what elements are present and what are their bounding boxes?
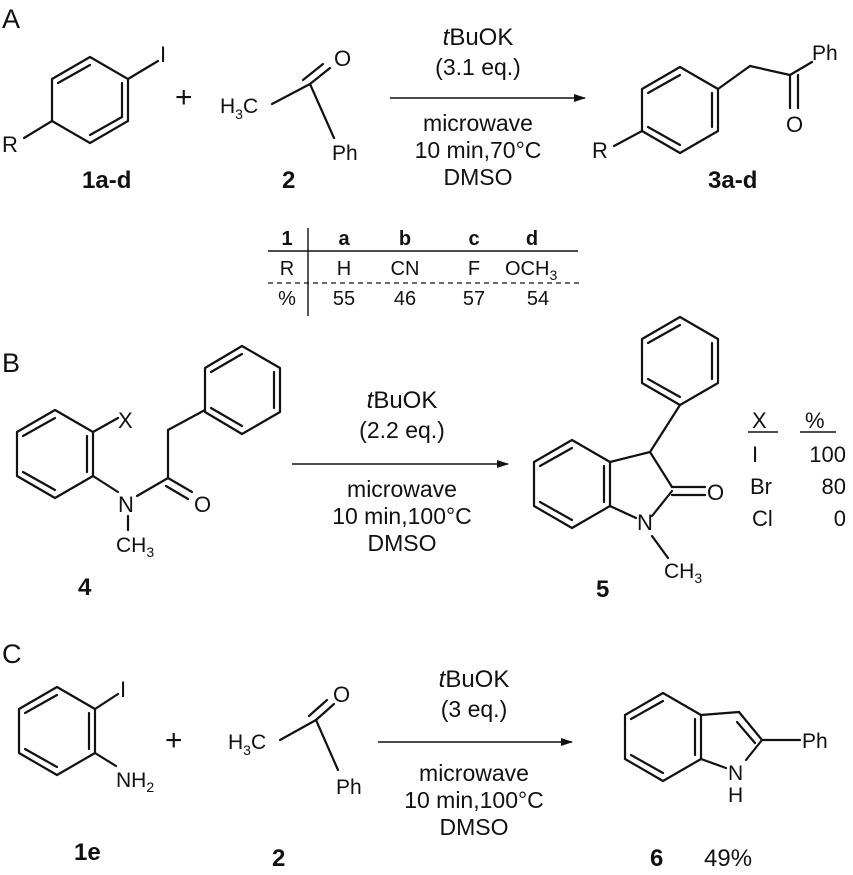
r-substituent-label: R (2, 132, 18, 157)
amide-carbonyl-oxygen: O (194, 492, 211, 517)
table-header-compound: 1 (281, 228, 292, 250)
panel-label-c: C (2, 639, 22, 669)
table-cell-yield-a: 55 (333, 288, 355, 310)
condition-microwave-c: microwave (419, 760, 529, 786)
compound-label-1e: 1e (74, 839, 101, 866)
halogen-yield-cl: 0 (834, 506, 846, 531)
halogen-yield-br: 80 (822, 474, 846, 499)
oxindole-n-methyl-label: CH3 (664, 560, 702, 586)
methyl-h-label-c: H3C (228, 731, 266, 758)
panel-label-b: B (2, 348, 20, 378)
halogen-x-label: X (118, 408, 133, 433)
plus-sign-c: + (165, 724, 183, 757)
product-r-substituent: R (592, 138, 608, 163)
compound-1e-structure: I NH2 (17, 677, 154, 795)
halogen-row-i: I (752, 442, 758, 467)
condition-time-temp-b: 10 min,100°C (332, 503, 472, 529)
oxindole-nitrogen-label: N (637, 510, 653, 535)
amine-label: NH2 (116, 769, 154, 795)
compound-3a-d-structure: Ph O R (592, 42, 838, 163)
compound-label-6: 6 (650, 845, 663, 872)
indole-hydrogen-label: H (728, 784, 743, 807)
compound-1a-d-structure: I R (2, 42, 166, 157)
yield-table: 1 a b c d R H CN F OCH3 % 55 46 57 54 (268, 228, 582, 316)
compound-label-1a-d: 1a-d (82, 167, 131, 194)
condition-time-temp-c: 10 min,100°C (404, 787, 544, 813)
base-equivalents-c: (3 eq.) (441, 696, 507, 722)
carbonyl-oxygen-label-c: O (333, 682, 350, 707)
carbonyl-oxygen-label: O (334, 46, 351, 71)
panel-label-a: A (2, 4, 20, 34)
halogen-row-br: Br (750, 474, 772, 499)
table-cell-r-a: H (337, 258, 351, 280)
oxindole-carbonyl-oxygen: O (707, 480, 724, 505)
table-cell-r-b: CN (391, 258, 420, 280)
table-cell-r-c: F (468, 258, 480, 280)
phenyl-label-c: Ph (336, 776, 362, 799)
table-cell-yield-d: 54 (527, 288, 549, 310)
compound-label-2-c: 2 (272, 845, 285, 872)
base-equivalents: (3.1 eq.) (435, 54, 521, 80)
compound-5-structure: O N CH3 (532, 315, 724, 586)
amide-nitrogen-label: N (118, 492, 134, 517)
halogen-table-header-x: X (752, 408, 767, 433)
table-row-label-r: R (280, 258, 294, 280)
halogen-table-header-percent: % (805, 408, 825, 433)
table-header-a: a (338, 228, 350, 250)
condition-microwave: microwave (423, 110, 533, 136)
methyl-h-label: H3C (220, 95, 258, 122)
phenyl-label: Ph (332, 142, 358, 165)
indole-nitrogen-label: N (728, 762, 743, 785)
indole-phenyl-label: Ph (802, 730, 828, 753)
product-phenyl-label: Ph (812, 42, 838, 65)
condition-microwave-b: microwave (347, 476, 457, 502)
compound-2-structure: H3C O Ph (220, 46, 358, 165)
aniline-iodo-label: I (120, 677, 126, 702)
condition-time-temp: 10 min,70°C (415, 137, 542, 163)
condition-solvent-c: DMSO (440, 814, 509, 840)
compound-label-4: 4 (78, 574, 92, 601)
iodo-substituent-label: I (160, 42, 166, 67)
table-cell-yield-c: 57 (463, 288, 485, 310)
compound-4-structure: X N CH3 O (15, 344, 282, 560)
table-row-label-percent: % (278, 288, 296, 310)
compound-6-yield: 49% (704, 845, 752, 872)
compound-label-2: 2 (282, 167, 295, 194)
table-header-c: c (468, 228, 479, 250)
table-cell-r-d: OCH3 (505, 258, 557, 283)
base-label-b: tBuOK (367, 387, 438, 414)
condition-solvent: DMSO (444, 164, 513, 190)
n-methyl-label: CH3 (116, 534, 154, 560)
halogen-yield-table: X % I 100 Br 80 Cl 0 (748, 408, 846, 531)
base-equivalents-b: (2.2 eq.) (359, 417, 445, 443)
plus-sign: + (175, 81, 193, 114)
halogen-row-cl: Cl (752, 506, 773, 531)
base-label-c: tBuOK (439, 666, 510, 693)
condition-solvent-b: DMSO (368, 530, 437, 556)
halogen-yield-i: 100 (809, 442, 846, 467)
table-header-b: b (399, 228, 411, 250)
product-carbonyl-oxygen: O (786, 112, 803, 137)
compound-2-structure-c: H3C O Ph (228, 682, 362, 799)
compound-6-structure: Ph N H (623, 691, 828, 807)
table-header-d: d (526, 228, 538, 250)
base-label: tBuOK (443, 24, 514, 51)
compound-label-3a-d: 3a-d (708, 167, 757, 194)
table-cell-yield-b: 46 (394, 288, 416, 310)
compound-label-5: 5 (596, 576, 609, 603)
